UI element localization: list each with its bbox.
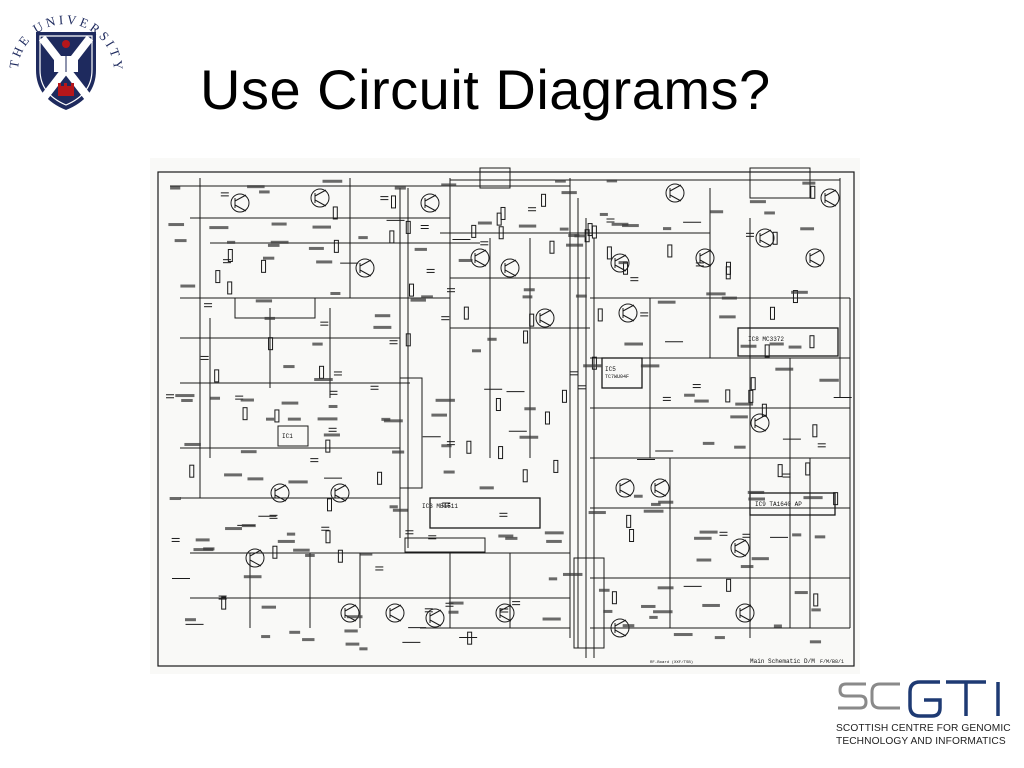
schematic-code: F/M/B8/1 [820,659,844,665]
scgti-caption: SCOTTISH CENTRE FOR GENOMIC TECHNOLOGY A… [836,722,1011,748]
ic8-label: IC8 MC3372 [748,336,784,343]
board-label: RF-Board (XXF/TSB) [650,660,693,665]
ic5-label: IC5 [605,366,616,373]
ic1-label: IC1 [282,433,293,440]
scgti-logo-icon [836,676,1008,756]
university-of-edinburgh-crest-icon: THE UNIVERSITY OF EDINBURGH [0,0,130,130]
slide-title: Use Circuit Diagrams? [200,58,771,121]
ic9-label: IC9 TA1640 AP [755,501,802,508]
scgti-caption-line2: TECHNOLOGY AND INFORMATICS [836,736,1006,747]
ic3-label: IC3 MB1511 [422,503,458,510]
scgti-caption-line1: SCOTTISH CENTRE FOR GENOMIC [836,723,1011,734]
ic5-part-label: TC7WU04F [605,374,629,380]
circuit-schematic-image: IC3 MB1511 IC8 MC3372 IC5 TC7WU04F IC9 T… [150,158,860,674]
schematic-caption: Main Schematic D/M [750,658,815,665]
